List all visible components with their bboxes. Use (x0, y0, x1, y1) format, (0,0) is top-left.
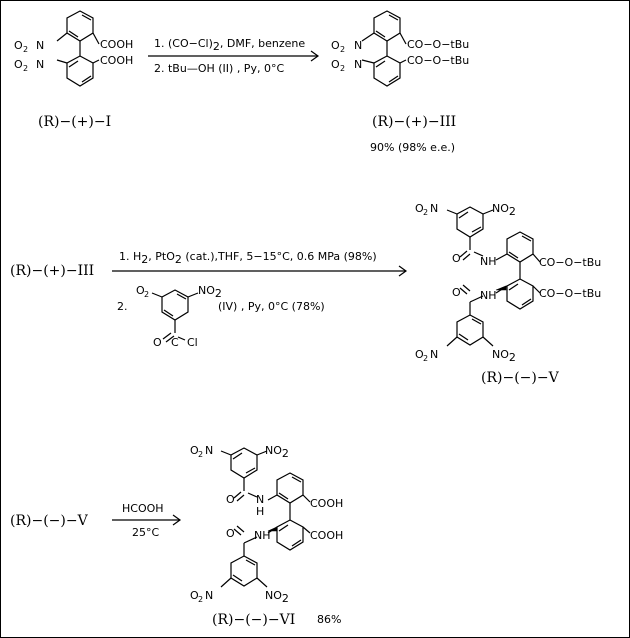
compound-III-structure (361, 10, 407, 87)
v-top-o2n-2: 2 (423, 208, 428, 217)
v-bottom-no2: NO2 (492, 348, 516, 364)
vi-bottom-o2n-2: 2 (198, 595, 203, 604)
vi-top-amide-h: H (256, 505, 264, 518)
v-bottom-amide-o: O (452, 286, 461, 299)
o2n-lower-i-o: O (14, 58, 23, 71)
v-bottom-o2n-o: O (415, 348, 424, 361)
iv-o2n-2: 2 (144, 290, 149, 299)
o2n-upper-i-2: 2 (23, 45, 28, 54)
o2n-upper-i-n: N (36, 39, 44, 52)
step2-reagent-line2-num: 2. (117, 300, 128, 313)
iv-acyl-c: C (171, 336, 179, 349)
compound-IV-structure (151, 289, 199, 343)
compound-VI-label: (R)−(−)−VI (212, 612, 295, 628)
iv-acyl-o: O (153, 336, 162, 349)
vi-top-o2n-2: 2 (198, 450, 203, 459)
vi-bottom-amide-o: O (226, 527, 235, 540)
step2-arrow (112, 265, 408, 277)
compound-I-structure (56, 10, 100, 87)
o2n-upper-iii-o: O (331, 39, 340, 52)
step2-start-label: (R)−(+)−III (10, 263, 94, 279)
step2-reagent-line2: (IV) , Py, 0°C (78%) (218, 300, 325, 313)
vi-bottom-amide-nh: NH (254, 529, 271, 542)
o2n-upper-iii-n: N (354, 39, 362, 52)
o2n-lower-i-n: N (36, 58, 44, 71)
step3-arrow (112, 514, 182, 526)
compound-V-label: (R)−(−)−V (481, 370, 560, 386)
o2n-lower-iii-n: N (354, 58, 362, 71)
vi-bottom-o2n-n: N (205, 589, 213, 602)
cooh-upper-i: COOH (100, 38, 133, 51)
iv-no2: NO2 (198, 284, 222, 300)
vi-cooh-upper: COOH (310, 497, 343, 510)
compound-V-structure (446, 206, 541, 347)
ester-upper-iii: CO−O−tBu (407, 38, 469, 51)
o2n-lower-i-2: 2 (23, 64, 28, 73)
o2n-lower-iii-o: O (331, 58, 340, 71)
compound-VI-structure (220, 447, 311, 588)
cooh-lower-i: COOH (100, 54, 133, 67)
vi-bottom-no2: NO2 (265, 589, 289, 605)
compound-III-label: (R)−(+)−III (372, 114, 456, 130)
o2n-upper-i-o: O (14, 39, 23, 52)
vi-bottom-o2n-o: O (190, 589, 199, 602)
step3-reagent-bottom: 25°C (132, 526, 159, 539)
o2n-lower-iii-2: 2 (340, 64, 345, 73)
v-top-o2n-n: N (430, 202, 438, 215)
vi-top-o2n-o: O (190, 444, 199, 457)
v-top-o2n-o: O (415, 202, 424, 215)
v-bottom-amide-nh: NH (480, 289, 497, 302)
iv-o2n-o: O (136, 284, 145, 297)
v-ester-upper: CO−O−tBu (539, 256, 601, 269)
vi-top-o2n-n: N (205, 444, 213, 457)
iv-acyl-cl: Cl (187, 336, 198, 349)
v-ester-lower: CO−O−tBu (539, 287, 601, 300)
step1-yield: 90% (98% e.e.) (370, 141, 455, 154)
v-bottom-o2n-2: 2 (423, 354, 428, 363)
vi-top-amide-o: O (226, 493, 235, 506)
step1-reagent-line1: 1. (CO−Cl)2, DMF, benzene (154, 37, 305, 53)
step2-reagent-line1: 1. H2, PtO2 (cat.),THF, 5−15°C, 0.6 MPa … (119, 250, 377, 266)
vi-cooh-lower: COOH (310, 529, 343, 542)
ester-lower-iii: CO−O−tBu (407, 54, 469, 67)
v-top-no2: NO2 (492, 202, 516, 218)
v-top-amide-o: O (452, 252, 461, 265)
vi-top-no2: NO2 (265, 444, 289, 460)
step3-yield: 86% (317, 613, 341, 626)
vi-top-amide-n: N (256, 493, 264, 506)
o2n-upper-iii-2: 2 (340, 45, 345, 54)
v-top-amide-nh: NH (480, 255, 497, 268)
step3-reagent-top: HCOOH (122, 502, 164, 515)
step3-start-label: (R)−(−)−V (10, 513, 89, 529)
step1-arrow (148, 50, 320, 62)
v-bottom-o2n-n: N (430, 348, 438, 361)
compound-I-label: (R)−(+)−I (38, 114, 111, 130)
step1-reagent-line2: 2. tBu—OH (II) , Py, 0°C (154, 62, 284, 75)
